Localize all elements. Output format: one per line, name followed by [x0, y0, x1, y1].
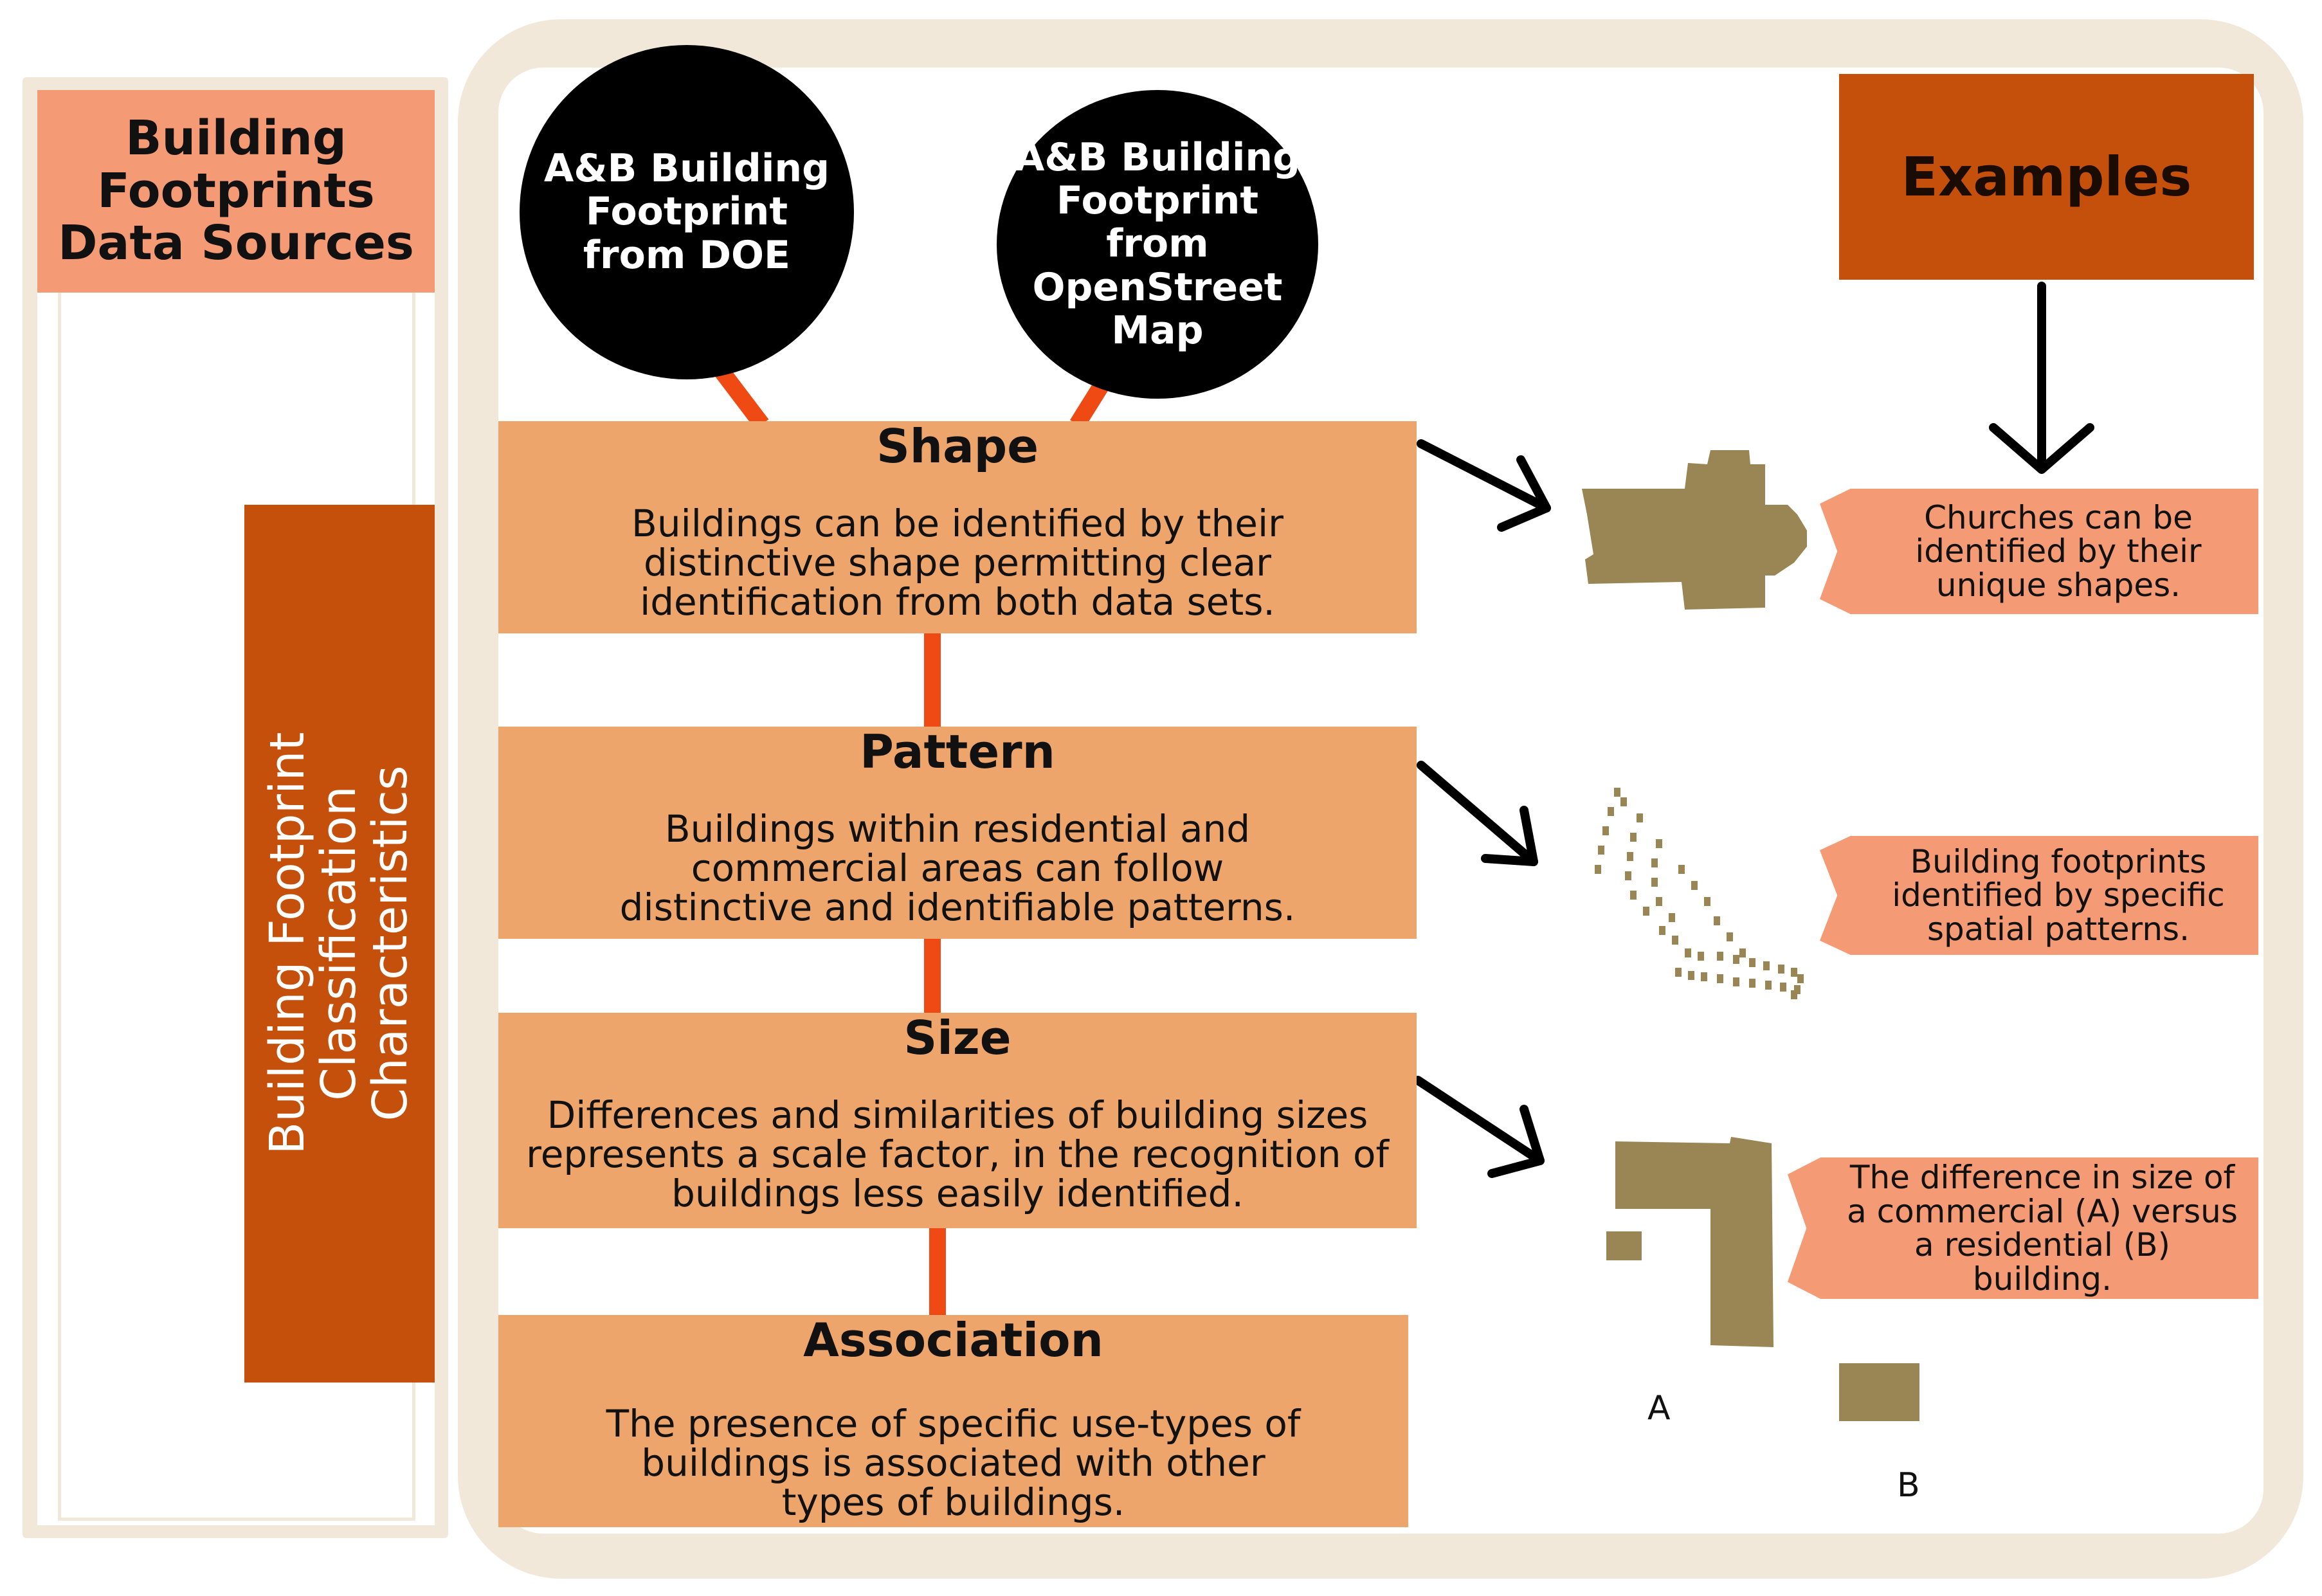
pattern-description: Buildings within residential and commerc…	[619, 807, 1296, 929]
classification-bar	[244, 505, 435, 1383]
building-pattern	[1595, 788, 1804, 999]
small-building	[1606, 1231, 1642, 1260]
arrow-size-example	[1413, 1076, 1545, 1178]
arrow-examples-down	[1989, 282, 2094, 474]
arrow-shape-example	[1417, 439, 1551, 532]
osm-source-circle: A&B Building Footprint from OpenStreet M…	[997, 90, 1318, 399]
shape-title: Shape	[876, 419, 1039, 473]
data-sources-title: Building Footprints Data Sources	[37, 90, 435, 293]
commercial-building-a	[1615, 1137, 1773, 1347]
size-example-note: The difference in size of a commercial (…	[1788, 1157, 2258, 1299]
shape-box: Shape Buildings can be identified by the…	[498, 421, 1417, 633]
size-title: Size	[903, 1011, 1011, 1065]
pattern-box: Pattern Buildings within residential and…	[498, 725, 1417, 939]
association-title: Association	[803, 1313, 1103, 1367]
shape-example-note: Churches can be identified by their uniq…	[1820, 489, 2258, 614]
residential-building-b	[1839, 1363, 1919, 1421]
pattern-example-note: Building footprints identified by specif…	[1820, 836, 2258, 955]
association-box: Association The presence of specific use…	[498, 1313, 1408, 1527]
association-description: The presence of specific use-types of bu…	[606, 1402, 1301, 1524]
size-box: Size Differences and similarities of bui…	[498, 1011, 1417, 1228]
label-a: A	[1647, 1389, 1671, 1428]
size-description: Differences and similarities of building…	[526, 1093, 1389, 1215]
arrow-pattern-example	[1417, 761, 1538, 866]
church-footprint	[1582, 450, 1807, 610]
examples-header: Examples	[1839, 74, 2254, 280]
doe-source-circle: A&B Building Footprint from DOE	[520, 45, 854, 379]
label-b: B	[1897, 1466, 1920, 1505]
pattern-title: Pattern	[860, 725, 1055, 779]
shape-description: Buildings can be identified by their dis…	[631, 502, 1283, 624]
